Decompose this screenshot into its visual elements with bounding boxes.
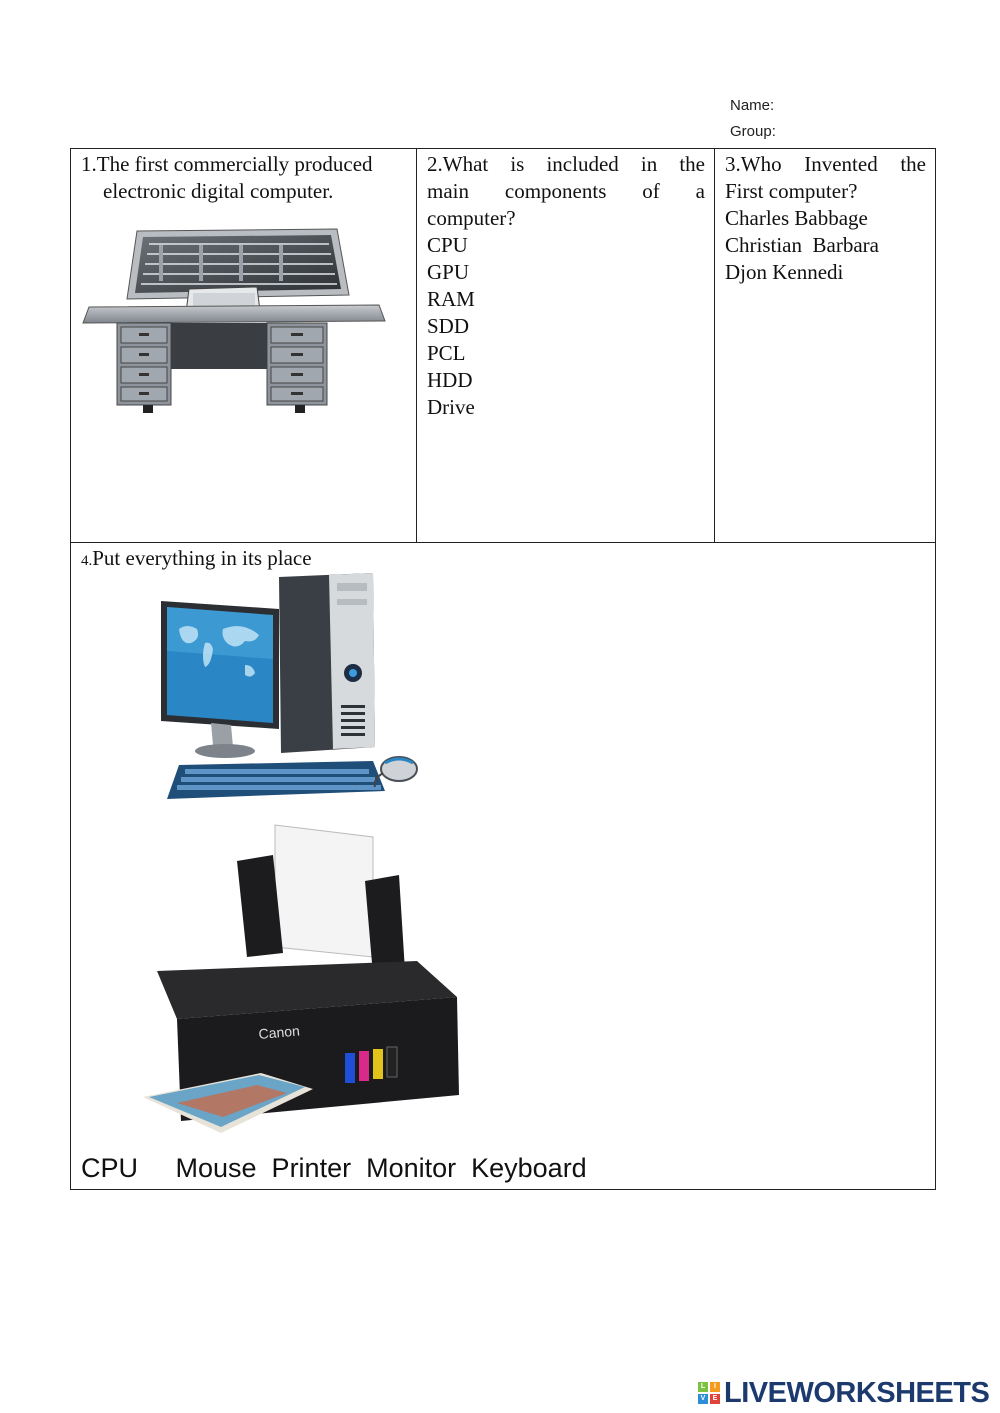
question-3-cell: 3.Who Invented the First computer? Charl… xyxy=(715,149,935,542)
question-1-cell: 1.The first commercially produced electr… xyxy=(71,149,417,542)
word-bank[interactable]: CPU Mouse Printer Monitor Keyboard xyxy=(81,1153,587,1183)
question-4-cell: 4.Put everything in its place xyxy=(71,543,935,1189)
logo-letter-e: E xyxy=(710,1394,720,1404)
option-drive[interactable]: Drive xyxy=(427,395,475,419)
question-4-instruction: Put everything in its place xyxy=(92,546,312,570)
question-2-line-1: 2.What is included in the xyxy=(427,152,705,176)
question-2-cell: 2.What is included in the main component… xyxy=(417,149,715,542)
question-1-line-2: electronic digital computer. xyxy=(103,179,334,203)
logo-icon: L I V E xyxy=(698,1382,720,1404)
question-2-line-3: computer? xyxy=(427,206,516,230)
question-2-line-2: main components of a xyxy=(427,179,705,203)
logo-letter-v: V xyxy=(698,1394,708,1404)
question-4-text: 4.Put everything in its place xyxy=(81,546,312,571)
question-1-line-1: 1.The first commercially produced xyxy=(81,152,373,176)
option-cpu[interactable]: CPU xyxy=(427,233,468,257)
questions-row: 1.The first commercially produced electr… xyxy=(71,149,935,543)
logo-text: LIVEWORKSHEETS xyxy=(724,1376,990,1409)
printer-brand-text: Canon xyxy=(258,1022,301,1042)
name-label: Name: xyxy=(730,97,775,114)
liveworksheets-logo: L I V E LIVEWORKSHEETS xyxy=(698,1376,990,1410)
univac-computer-image[interactable] xyxy=(79,225,389,413)
option-pcl[interactable]: PCL xyxy=(427,341,466,365)
logo-letter-i: I xyxy=(710,1382,720,1392)
question-3-line-2: First computer? xyxy=(725,179,858,203)
group-label: Group: xyxy=(730,123,776,140)
desktop-computer-image[interactable] xyxy=(83,569,501,813)
question-1-text: 1.The first commercially produced electr… xyxy=(81,151,407,205)
question-3-line-1: 3.Who Invented the xyxy=(725,152,926,176)
option-charles-babbage[interactable]: Charles Babbage xyxy=(725,206,868,230)
option-gpu[interactable]: GPU xyxy=(427,260,470,284)
option-sdd[interactable]: SDD xyxy=(427,314,470,338)
question-4-number: 4. xyxy=(81,553,93,569)
option-djon-kennedi[interactable]: Djon Kennedi xyxy=(725,260,844,284)
option-hdd[interactable]: HDD xyxy=(427,368,473,392)
worksheet-table: 1.The first commercially produced electr… xyxy=(70,148,936,1190)
option-ram[interactable]: RAM xyxy=(427,287,475,311)
logo-letter-l: L xyxy=(698,1382,708,1392)
printer-image[interactable]: Canon xyxy=(137,821,497,1141)
option-christian-barbara[interactable]: Christian Barbara xyxy=(725,233,879,257)
